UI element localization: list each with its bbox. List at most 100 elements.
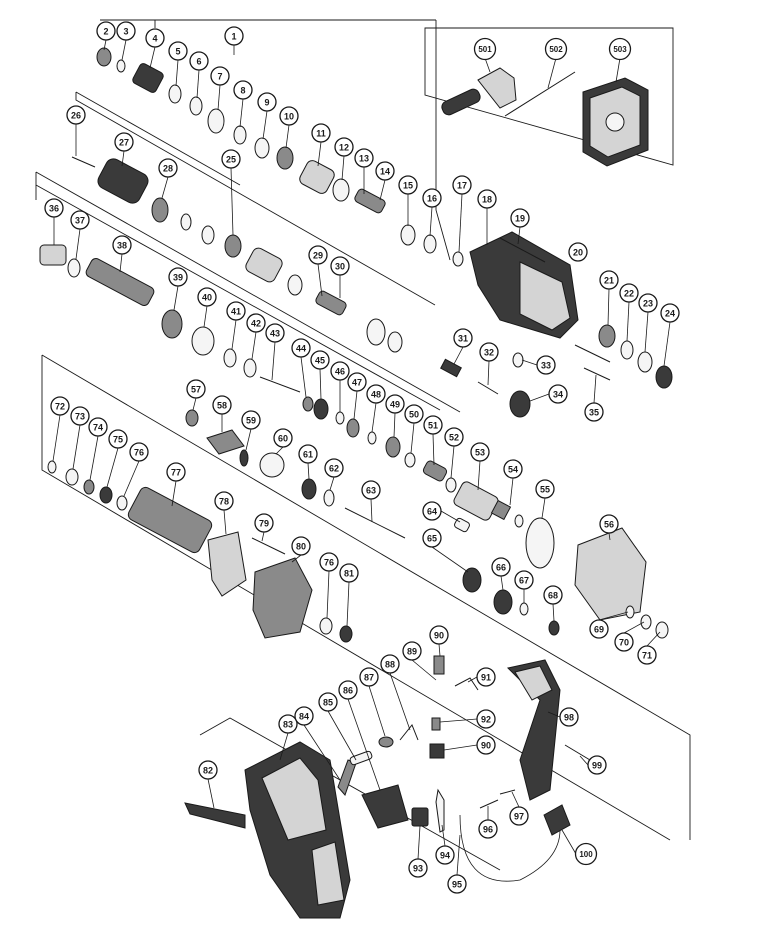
callout-circle <box>354 148 374 168</box>
callout-circle <box>254 513 274 533</box>
callout-8: 8 <box>233 80 253 100</box>
callout-number: 100 <box>579 850 593 859</box>
callout-91: 91 <box>476 667 496 687</box>
callout-circle <box>476 667 496 687</box>
callout-49: 49 <box>385 394 405 414</box>
callout-circle <box>112 235 132 255</box>
callout-number: 18 <box>482 195 492 205</box>
callout-circle <box>422 528 442 548</box>
callout-circle <box>478 819 498 839</box>
callout-circle <box>44 198 64 218</box>
callout-96: 96 <box>478 819 498 839</box>
callout-circle <box>638 293 658 313</box>
callout-circle <box>50 396 70 416</box>
callout-number: 88 <box>385 660 395 670</box>
callout-4: 4 <box>145 28 165 48</box>
callout-number: 3 <box>123 27 128 37</box>
callout-22: 22 <box>619 283 639 303</box>
callout-number: 2 <box>103 27 108 37</box>
callout-number: 17 <box>457 181 467 191</box>
callout-number: 62 <box>329 464 339 474</box>
callout-76: 76 <box>129 442 149 462</box>
callout-number: 68 <box>548 591 558 601</box>
callout-number: 10 <box>284 112 294 122</box>
callout-98: 98 <box>559 707 579 727</box>
callout-circle <box>310 350 330 370</box>
callout-37: 37 <box>70 210 90 230</box>
callout-35: 35 <box>584 402 604 422</box>
callout-502: 502 <box>544 37 568 61</box>
callout-number: 21 <box>604 276 614 286</box>
callout-circle <box>408 858 428 878</box>
callout-number: 79 <box>259 519 269 529</box>
callout-43: 43 <box>265 323 285 343</box>
callout-number: 93 <box>413 864 423 874</box>
row1-parts <box>96 47 437 254</box>
callout-85: 85 <box>318 692 338 712</box>
callout-circle <box>330 256 350 276</box>
callout-number: 501 <box>478 45 492 54</box>
callout-circle <box>214 491 234 511</box>
callout-82: 82 <box>198 760 218 780</box>
callout-circle <box>544 37 568 61</box>
callout-number: 52 <box>449 433 459 443</box>
callout-89: 89 <box>402 641 422 661</box>
callout-56: 56 <box>599 514 619 534</box>
callout-circle <box>359 667 379 687</box>
callout-15: 15 <box>398 175 418 195</box>
callout-circle <box>473 37 497 61</box>
callout-503: 503 <box>608 37 632 61</box>
callout-circle <box>584 402 604 422</box>
callout-number: 67 <box>519 576 529 586</box>
callout-number: 69 <box>594 625 604 635</box>
callout-number: 96 <box>483 825 493 835</box>
callout-number: 48 <box>371 390 381 400</box>
callout-circle <box>660 303 680 323</box>
accessory-frame <box>424 27 674 166</box>
callout-6: 6 <box>189 51 209 71</box>
callout-circle <box>452 175 472 195</box>
callout-number: 75 <box>113 435 123 445</box>
callout-95: 95 <box>447 874 467 894</box>
callout-32: 32 <box>479 342 499 362</box>
callout-circle <box>241 410 261 430</box>
callout-number: 29 <box>313 251 323 261</box>
callout-38: 38 <box>112 235 132 255</box>
callout-number: 47 <box>352 378 362 388</box>
callout-circle <box>257 92 277 112</box>
callout-circle <box>330 361 350 381</box>
callout-42: 42 <box>246 313 266 333</box>
callout-number: 82 <box>203 766 213 776</box>
callout-circle <box>308 245 328 265</box>
callout-number: 40 <box>202 293 212 303</box>
callout-circle <box>70 210 90 230</box>
callout-number: 71 <box>642 651 652 661</box>
callout-45: 45 <box>310 350 330 370</box>
callout-number: 12 <box>339 143 349 153</box>
callout-circle <box>168 41 188 61</box>
callout-circle <box>318 692 338 712</box>
callout-number: 16 <box>427 194 437 204</box>
callout-39: 39 <box>168 267 188 287</box>
callout-number: 39 <box>173 273 183 283</box>
callout-number: 64 <box>427 507 437 517</box>
callout-number: 76 <box>134 448 144 458</box>
callout-31: 31 <box>453 328 473 348</box>
callout-29: 29 <box>308 245 328 265</box>
callout-44: 44 <box>291 338 311 358</box>
callout-number: 74 <box>93 423 103 433</box>
callout-51: 51 <box>423 415 443 435</box>
row3-parts <box>39 244 669 639</box>
callout-100: 100 <box>574 842 598 866</box>
callout-90: 90 <box>429 625 449 645</box>
callout-number: 46 <box>335 367 345 377</box>
callout-circle <box>422 501 442 521</box>
callout-80: 80 <box>291 536 311 556</box>
callout-number: 70 <box>619 638 629 648</box>
callout-number: 78 <box>219 497 229 507</box>
callout-number: 73 <box>75 412 85 422</box>
callout-number: 49 <box>390 400 400 410</box>
callout-75: 75 <box>108 429 128 449</box>
